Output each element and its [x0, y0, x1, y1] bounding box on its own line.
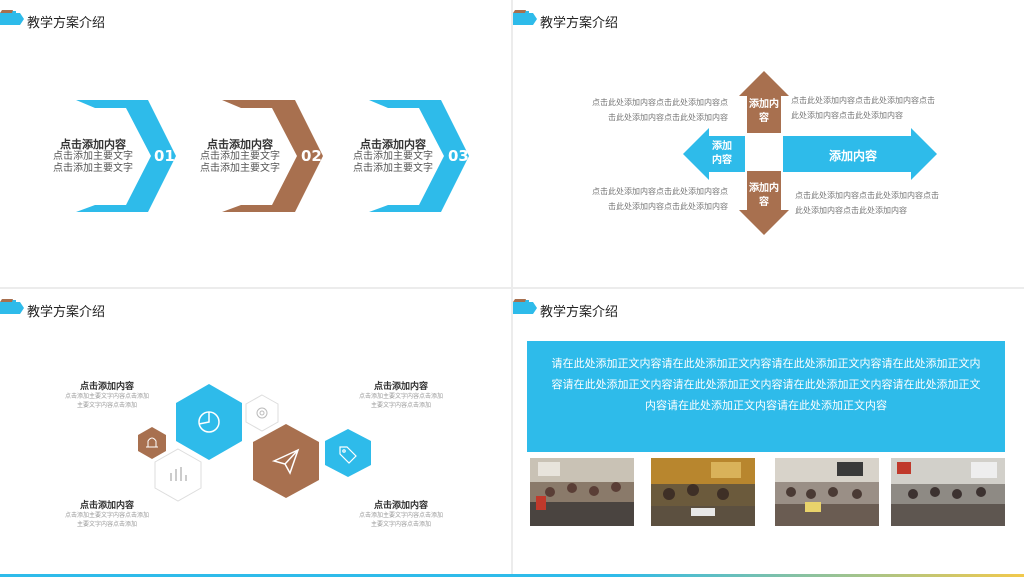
down-arrow: [739, 171, 789, 235]
step-2-chevron: [222, 100, 323, 212]
hex-caption-bottom-right-heading: 点击添加内容: [373, 501, 428, 511]
bottom-accent-bar: [0, 574, 1024, 577]
step-chevrons: [76, 100, 469, 212]
left-arrow: [683, 128, 745, 180]
up-arrow: [739, 71, 789, 133]
pie-icon: [198, 411, 220, 433]
step-3-line2: 点击添加主要文字: [353, 163, 433, 174]
slide-banner-photos[interactable]: 教学方案介绍 请在此处添加正文内容请在此处添加正文内容请在此处添加正文内容请在此…: [513, 289, 1024, 577]
banner-line3: 内容请在此处添加正文内容请在此处添加正文内容: [645, 399, 887, 412]
caption-bottom-right-line1: 点击此处添加内容点击此处添加内容点击: [795, 191, 939, 200]
slide-title: 教学方案介绍: [27, 305, 106, 320]
hex-caption-top-right[interactable]: 点击添加内容 点击添加主要文字内容点击添加 主要文字内容点击添加: [346, 379, 456, 410]
caption-bottom-right-line2: 此处添加内容点击此处添加内容: [795, 206, 907, 215]
step-2-line2: 点击添加主要文字: [200, 163, 280, 174]
gear-icon: [256, 407, 268, 419]
hex-caption-bottom-left-line1: 点击添加主要文字内容点击添加: [64, 512, 149, 519]
classroom-photo-4[interactable]: [891, 458, 1005, 526]
caption-top-right[interactable]: 点击此处添加内容点击此处添加内容点击 此处添加内容点击此处添加内容: [791, 93, 966, 123]
caption-bottom-left-line2: 击此处添加内容点击此处添加内容: [608, 202, 728, 211]
step-1-heading: 点击添加内容: [60, 138, 126, 151]
slide-title: 教学方案介绍: [540, 16, 619, 31]
gear-hex: [245, 394, 279, 432]
hexagon-cluster: [138, 384, 371, 502]
step-1-number: 01: [154, 147, 175, 165]
hex-caption-top-right-line2: 主要文字内容点击添加: [370, 402, 431, 409]
left-label: 添加内容: [712, 141, 732, 166]
bar-chart-icon: [170, 467, 187, 481]
hex-caption-top-left-heading: 点击添加内容: [79, 382, 134, 392]
step-3-heading: 点击添加内容: [360, 138, 426, 151]
up-label: 添加内容: [749, 99, 779, 124]
slide-title: 教学方案介绍: [27, 16, 106, 31]
hex-caption-bottom-right-line2: 主要文字内容点击添加: [370, 521, 431, 528]
classroom-photo-3[interactable]: [775, 458, 879, 526]
banner-line1: 请在此处添加正文内容请在此处添加正文内容请在此处添加正文内容请在此处添加正文内: [551, 357, 981, 370]
classroom-photo-2[interactable]: [651, 458, 755, 526]
bar-hex: [154, 448, 202, 502]
hex-caption-bottom-right[interactable]: 点击添加内容 点击添加主要文字内容点击添加 主要文字内容点击添加: [346, 498, 456, 529]
step-1-chevron: [76, 100, 176, 212]
caption-top-left[interactable]: 点击此处添加内容点击此处添加内容点 击此处添加内容点击此处添加内容: [568, 95, 728, 125]
paper-plane-icon: [271, 448, 300, 475]
tag-hex: [325, 429, 371, 477]
text-banner[interactable]: 请在此处添加正文内容请在此处添加正文内容请在此处添加正文内容请在此处添加正文内 …: [527, 341, 1005, 452]
hex-caption-bottom-left-heading: 点击添加内容: [79, 501, 134, 511]
send-hex: [253, 424, 319, 498]
cross-arrows: [683, 71, 937, 235]
step-1-text[interactable]: 点击添加内容 点击添加主要文字 点击添加主要文字: [38, 139, 148, 175]
classroom-photo-1[interactable]: [530, 458, 634, 526]
slide-steps[interactable]: 教学方案介绍 01 02 03 点击添加内容 点击添加主要文字 点击添加主要文字…: [0, 0, 511, 287]
hex-caption-top-right-heading: 点击添加内容: [373, 382, 428, 392]
step-3-line1: 点击添加主要文字: [353, 151, 433, 162]
caption-top-right-line1: 点击此处添加内容点击此处添加内容点击: [791, 96, 935, 105]
folder-tab-icon: [513, 10, 537, 25]
hex-caption-bottom-right-line1: 点击添加主要文字内容点击添加: [358, 512, 443, 519]
step-2-number: 02: [301, 147, 322, 165]
caption-top-left-line1: 点击此处添加内容点击此处添加内容点: [592, 98, 728, 107]
step-1-line2: 点击添加主要文字: [53, 163, 133, 174]
step-3-number: 03: [448, 147, 469, 165]
slide-title: 教学方案介绍: [540, 305, 619, 320]
caption-top-right-line2: 此处添加内容点击此处添加内容: [791, 111, 903, 120]
folder-tab-icon: [513, 299, 537, 314]
step-3-text[interactable]: 点击添加内容 点击添加主要文字 点击添加主要文字: [338, 139, 448, 175]
slide-hexagons[interactable]: 教学方案介绍 点击添加内容 点击添加主要文字内容点击添加 主要文字内容点击添加 …: [0, 289, 511, 577]
hex-caption-top-right-line1: 点击添加主要文字内容点击添加: [358, 393, 443, 400]
bell-hex: [138, 427, 166, 459]
step-2-line1: 点击添加主要文字: [200, 151, 280, 162]
hex-caption-bottom-left[interactable]: 点击添加内容 点击添加主要文字内容点击添加 主要文字内容点击添加: [52, 498, 162, 529]
hex-caption-top-left[interactable]: 点击添加内容 点击添加主要文字内容点击添加 主要文字内容点击添加: [52, 379, 162, 410]
hex-caption-bottom-left-line2: 主要文字内容点击添加: [76, 521, 137, 528]
step-2-heading: 点击添加内容: [207, 138, 273, 151]
step-3-chevron: [369, 100, 469, 212]
hex-caption-top-left-line2: 主要文字内容点击添加: [76, 402, 137, 409]
hex-caption-top-left-line1: 点击添加主要文字内容点击添加: [64, 393, 149, 400]
step-2-text[interactable]: 点击添加内容 点击添加主要文字 点击添加主要文字: [185, 139, 295, 175]
caption-top-left-line2: 击此处添加内容点击此处添加内容: [608, 113, 728, 122]
tag-icon: [339, 446, 357, 464]
down-label: 添加内容: [749, 183, 779, 208]
folder-tab-icon: [0, 10, 24, 25]
slide-cross-arrows[interactable]: 教学方案介绍 添加内容 添加内容 添加内容 添加内容 点击此处添加内容点击此处添…: [513, 0, 1024, 287]
right-label: 添加内容: [828, 149, 877, 163]
right-arrow: [783, 128, 937, 180]
caption-bottom-right[interactable]: 点击此处添加内容点击此处添加内容点击 此处添加内容点击此处添加内容: [795, 188, 970, 218]
banner-line2: 容请在此处添加正文内容请在此处添加正文内容请在此处添加正文内容请在此处添加正文: [551, 378, 981, 391]
folder-tab-icon: [0, 299, 24, 314]
caption-bottom-left[interactable]: 点击此处添加内容点击此处添加内容点 击此处添加内容点击此处添加内容: [568, 184, 728, 214]
caption-bottom-left-line1: 点击此处添加内容点击此处添加内容点: [592, 187, 728, 196]
step-1-line1: 点击添加主要文字: [53, 151, 133, 162]
bell-icon: [146, 437, 158, 448]
